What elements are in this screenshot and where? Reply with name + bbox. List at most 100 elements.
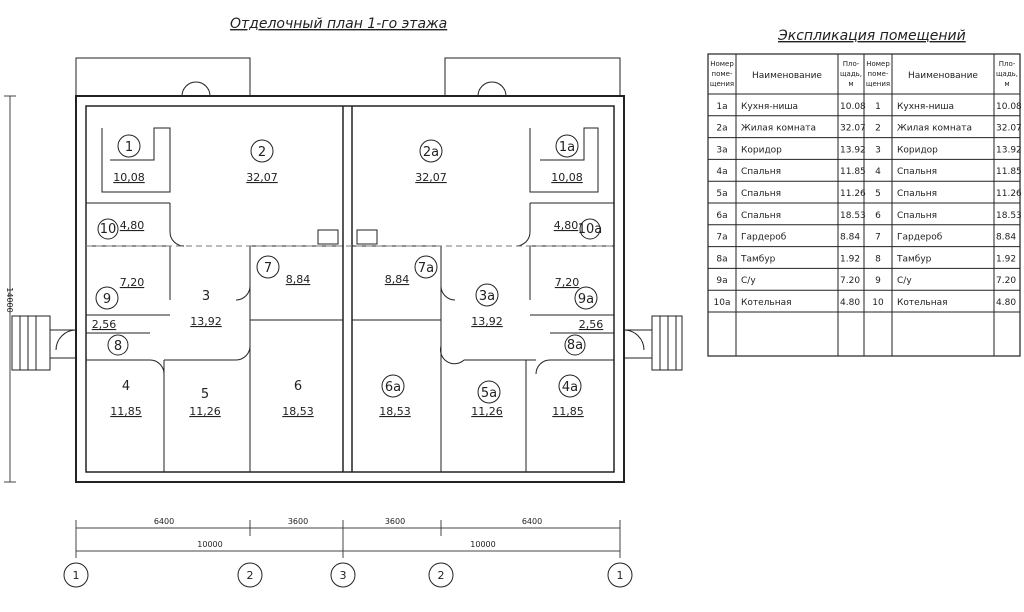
plan-title: Отделочный план 1-го этажа bbox=[230, 16, 447, 32]
svg-text:10а: 10а bbox=[578, 222, 603, 237]
svg-text:м: м bbox=[848, 80, 853, 88]
svg-text:11,85: 11,85 bbox=[110, 405, 142, 418]
svg-text:9а: 9а bbox=[578, 292, 594, 307]
room-label: 7 8,84 bbox=[256, 255, 310, 286]
table-cell: 32.07 bbox=[996, 124, 1022, 134]
svg-text:Наименование: Наименование bbox=[908, 71, 978, 81]
svg-text:3600: 3600 bbox=[385, 517, 405, 526]
svg-text:поме-: поме- bbox=[868, 70, 889, 78]
room-label: 1 10,08 bbox=[113, 134, 145, 184]
table-cell: С/у bbox=[897, 276, 912, 286]
svg-text:8,84: 8,84 bbox=[385, 273, 410, 286]
table-cell: 3а bbox=[716, 145, 727, 155]
svg-text:4,80: 4,80 bbox=[554, 219, 579, 232]
dimension-lines bbox=[4, 95, 621, 558]
table-cell: 2 bbox=[875, 124, 881, 134]
svg-text:1а: 1а bbox=[559, 140, 575, 155]
table-cell: 11.26 bbox=[996, 189, 1022, 199]
table-cell: 32.07 bbox=[840, 124, 866, 134]
table-cell: 7.20 bbox=[840, 276, 860, 286]
table-cell: 9 bbox=[875, 276, 881, 286]
table-cell: 7а bbox=[716, 233, 727, 243]
room-label: 9а 7,20 bbox=[555, 276, 598, 310]
svg-text:1: 1 bbox=[617, 569, 624, 582]
svg-text:щадь,: щадь, bbox=[996, 70, 1018, 78]
table-cell: Гардероб bbox=[897, 233, 943, 243]
svg-text:щения: щения bbox=[710, 80, 734, 88]
room-label: 9 7,20 bbox=[95, 276, 145, 310]
axis-markers: 1 2 3 2 1 bbox=[63, 562, 633, 588]
explication-table bbox=[707, 53, 1021, 357]
room-label: 3а 13,92 bbox=[471, 283, 503, 328]
room-label: 2 32,07 bbox=[246, 139, 278, 184]
table-cell: Тамбур bbox=[896, 254, 932, 264]
table-cell: 8а bbox=[716, 254, 727, 264]
svg-text:4а: 4а bbox=[562, 380, 578, 395]
svg-text:6а: 6а bbox=[385, 380, 401, 395]
table-cell: 1а bbox=[716, 102, 727, 112]
svg-text:Пло-: Пло- bbox=[843, 60, 860, 68]
svg-text:18,53: 18,53 bbox=[282, 405, 314, 418]
table-header: Номер поме- щения Наименование Пло- щадь… bbox=[710, 60, 1018, 88]
table-cell: 1.92 bbox=[840, 254, 860, 264]
table-cell: Спальня bbox=[741, 189, 781, 199]
table-cell: 18.53 bbox=[996, 211, 1022, 221]
svg-text:6400: 6400 bbox=[154, 517, 174, 526]
room-label: 5 11,26 bbox=[189, 387, 221, 418]
svg-text:10,08: 10,08 bbox=[113, 171, 145, 184]
svg-text:2,56: 2,56 bbox=[579, 318, 604, 331]
room-label: 2,56 bbox=[92, 318, 117, 331]
table-cell: Спальня bbox=[897, 189, 937, 199]
table-cell: 11.85 bbox=[996, 167, 1022, 177]
table-cell: 9а bbox=[716, 276, 727, 286]
table-cell: 4.80 bbox=[840, 298, 860, 308]
svg-text:5а: 5а bbox=[481, 386, 497, 401]
svg-text:3: 3 bbox=[340, 569, 347, 582]
table-cell: 4а bbox=[716, 167, 727, 177]
table-cell: 8.84 bbox=[840, 233, 860, 243]
svg-text:Номер: Номер bbox=[866, 60, 890, 68]
svg-text:11,85: 11,85 bbox=[552, 405, 584, 418]
svg-text:2а: 2а bbox=[423, 145, 439, 160]
table-cell: 6 bbox=[875, 211, 881, 221]
table-cell: 18.53 bbox=[840, 211, 866, 221]
svg-text:11,26: 11,26 bbox=[189, 405, 221, 418]
svg-text:4: 4 bbox=[122, 379, 130, 394]
svg-text:3600: 3600 bbox=[288, 517, 308, 526]
room-label: 7а 8,84 bbox=[385, 255, 438, 286]
table-cell: Котельная bbox=[897, 298, 948, 308]
table-cell: 10.08 bbox=[996, 102, 1022, 112]
table-cell: 8 bbox=[875, 254, 881, 264]
svg-text:8: 8 bbox=[114, 339, 122, 354]
svg-text:поме-: поме- bbox=[712, 70, 733, 78]
svg-text:Номер: Номер bbox=[710, 60, 734, 68]
svg-text:7,20: 7,20 bbox=[120, 276, 145, 289]
svg-text:Пло-: Пло- bbox=[999, 60, 1016, 68]
svg-text:10000: 10000 bbox=[470, 540, 495, 549]
table-cell: Котельная bbox=[741, 298, 792, 308]
svg-text:6400: 6400 bbox=[522, 517, 542, 526]
table-cell: 10 bbox=[872, 298, 884, 308]
table-cell: Спальня bbox=[741, 211, 781, 221]
table-title: Экспликация помещений bbox=[777, 28, 966, 44]
svg-text:10,08: 10,08 bbox=[551, 171, 583, 184]
room-label: 3 13,92 bbox=[190, 289, 222, 328]
table-cell: Спальня bbox=[897, 167, 937, 177]
svg-text:2: 2 bbox=[438, 569, 445, 582]
svg-text:2: 2 bbox=[258, 145, 266, 160]
svg-text:10000: 10000 bbox=[197, 540, 222, 549]
svg-text:32,07: 32,07 bbox=[415, 171, 447, 184]
table-cell: Кухня-ниша bbox=[741, 102, 798, 112]
svg-text:6: 6 bbox=[294, 379, 302, 394]
table-cell: 10а bbox=[714, 298, 731, 308]
svg-text:8а: 8а bbox=[567, 338, 583, 353]
svg-text:2: 2 bbox=[247, 569, 254, 582]
